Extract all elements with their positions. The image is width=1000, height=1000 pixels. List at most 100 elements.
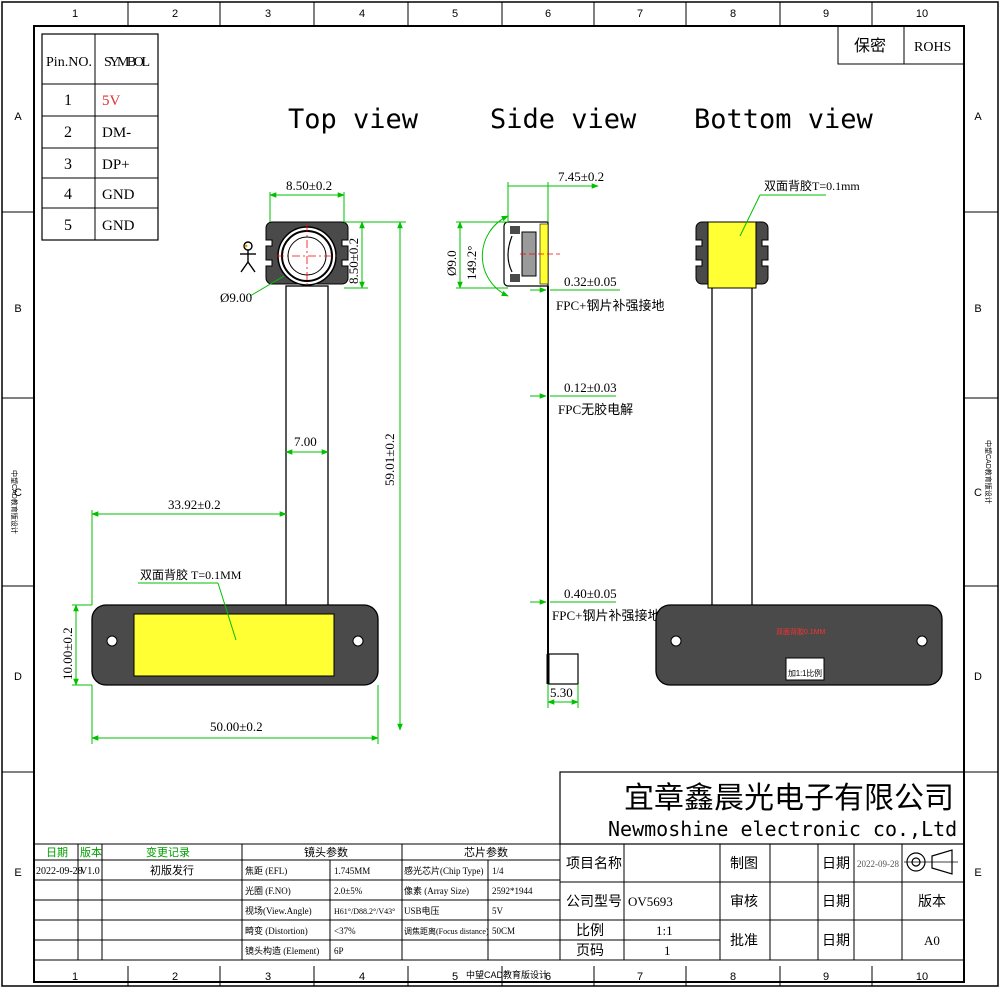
orientation-figure: [240, 241, 256, 273]
pin-no: 5: [64, 217, 72, 234]
pin-header-symbol: SYMBOL: [104, 55, 150, 70]
rev-date: 2022-09-28: [36, 866, 83, 877]
lens-params-title: 镜头参数: [304, 845, 348, 859]
col-label: 10: [916, 8, 928, 20]
col-label: 9: [823, 971, 829, 983]
pin-no: 1: [64, 92, 72, 109]
row-label: E: [14, 867, 21, 879]
bottom-red-marking: 双面背胶0.1MM: [776, 627, 826, 636]
chip-param-val: 1/4: [492, 866, 504, 876]
col-label: 5: [452, 971, 458, 983]
lens-param-val: <37%: [334, 926, 356, 936]
mount-hole: [106, 635, 118, 647]
row-label: C: [974, 487, 982, 499]
lens-param-key: 镜头构造 (Element): [245, 945, 319, 956]
top-view-title: Top view: [288, 104, 419, 135]
row-label: D: [974, 671, 982, 683]
pin-symbol: DP+: [102, 157, 130, 173]
side-connector: [547, 653, 579, 685]
model-value: OV5693: [628, 894, 673, 909]
chip-param-val: 5V: [492, 906, 504, 916]
bottom-board: [655, 604, 943, 686]
col-label: 8: [730, 8, 736, 20]
side-watermark-right: 中望CAD教育版设计: [984, 440, 993, 504]
dim-total-length: 59.01±0.2: [382, 433, 397, 486]
col-label: 3: [265, 8, 271, 20]
dim-head-height: 8.50±0.2: [346, 238, 361, 284]
col-label: 6: [545, 971, 551, 983]
side-dim-t2: 0.12±0.03: [564, 380, 617, 395]
col-label: 6: [545, 8, 551, 20]
col-label: 8: [730, 971, 736, 983]
side-note-1: FPC+钢片补强接地: [556, 298, 664, 313]
chip-param-key: 感光芯片(Chip Type): [404, 865, 483, 876]
scale-value: 1:1: [656, 923, 673, 938]
rev-change: 初版发行: [150, 863, 194, 877]
rev-version: V1.0: [80, 866, 100, 877]
project-label: 项目名称: [566, 856, 622, 872]
row-label: B: [974, 303, 981, 315]
company-name-cn: 宜章鑫晨光电子有限公司: [624, 782, 954, 815]
date-value: 2022-09-28: [857, 859, 899, 869]
pin-symbol: GND: [102, 187, 135, 203]
bottom-watermark: 中望CAD教育版设计: [466, 969, 548, 980]
model-label: 公司型号: [566, 894, 622, 910]
chip-param-key: 调焦距离(Focus distance): [404, 926, 489, 936]
col-label: 2: [172, 971, 178, 983]
lens-params-table: 镜头参数 焦距 (EFL) 1.745MM 光圈 (F.NO) 2.0±5% 视…: [245, 845, 395, 956]
lens-param-val: 1.745MM: [334, 866, 370, 876]
bottom-tape-label: 双面背胶T=0.1mm: [764, 178, 860, 193]
side-dim-t3: 0.40±0.05: [564, 586, 617, 601]
date-label: 日期: [822, 933, 850, 949]
lens-param-val: 6P: [334, 946, 344, 956]
col-label: 2: [172, 8, 178, 20]
chip-params-title: 芯片参数: [464, 845, 508, 859]
chip-params-table: 芯片参数 感光芯片(Chip Type) 1/4 像素 (Array Size)…: [404, 845, 533, 936]
mount-hole: [352, 635, 364, 647]
col-label: 1: [72, 8, 78, 20]
dim-board-width: 50.00±0.2: [210, 719, 263, 734]
col-label: 1: [72, 971, 78, 983]
lens-param-key: 焦距 (EFL): [245, 865, 287, 876]
page-label: 页码: [576, 943, 604, 959]
row-label: D: [14, 671, 22, 683]
bottom-tables: [33, 772, 965, 961]
rev-header: 日期: [46, 846, 68, 859]
col-label: 4: [359, 8, 365, 20]
bottom-head-tape: [707, 221, 757, 289]
draw-label: 制图: [730, 856, 758, 872]
side-dim-top: 7.45±0.2: [558, 169, 604, 184]
side-dim-t1: 0.32±0.05: [564, 274, 617, 289]
bottom-view-title: Bottom view: [694, 104, 874, 135]
tape-label: 双面背胶 T=0.1MM: [140, 567, 242, 582]
tape-area: [133, 613, 335, 677]
side-dim-conn: 5.30: [550, 685, 573, 700]
lens-param-key: 畸变 (Distortion): [245, 925, 308, 936]
secret-label: 保密: [854, 37, 886, 55]
bottom-box-marking: 加1:1比例: [788, 668, 822, 678]
version-value: A0: [924, 933, 940, 948]
approve-label: 批准: [730, 933, 758, 949]
rev-header: 变更记录: [146, 845, 190, 859]
chip-param-val: 50CM: [492, 926, 515, 936]
pin-no: 2: [64, 124, 72, 141]
side-note-3: FPC+钢片补强接地: [552, 608, 660, 623]
mount-hole: [916, 635, 928, 647]
col-label: 9: [823, 8, 829, 20]
row-label: E: [974, 867, 981, 879]
pin-no: 3: [64, 156, 72, 173]
dim-head-width: 8.50±0.2: [286, 178, 332, 193]
side-note-2: FPC无胶电解: [558, 402, 633, 417]
row-label: A: [14, 111, 22, 123]
side-dim-lens-dia: Ø9.0: [444, 250, 459, 276]
date-label: 日期: [822, 856, 850, 872]
chip-param-key: 像素 (Array Size): [404, 885, 469, 896]
pin-symbol: GND: [102, 218, 135, 234]
chip-param-val: 2592*1944: [492, 886, 533, 896]
date-label: 日期: [822, 894, 850, 910]
mount-hole: [670, 635, 682, 647]
fpc-strip: [285, 285, 329, 611]
lens-param-val: 2.0±5%: [334, 886, 363, 896]
top-view: 8.50±0.2 8.50±0.2 Ø9.00 7.00 59.01±0.2 3…: [60, 178, 406, 744]
